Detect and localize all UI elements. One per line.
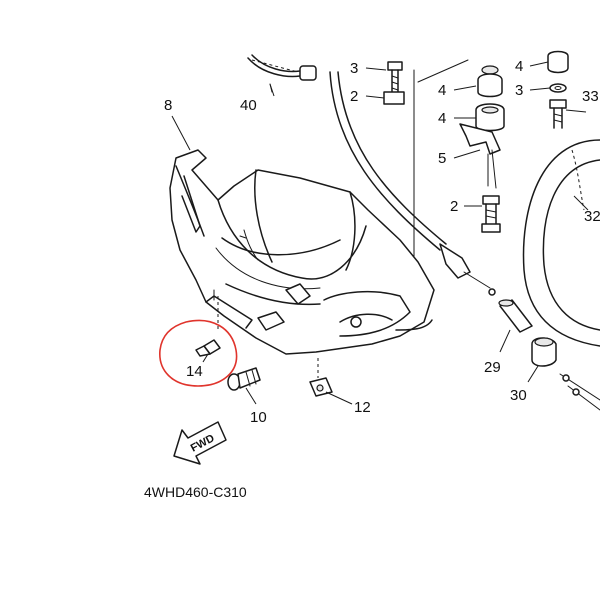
- label-3-right: 3: [515, 82, 523, 99]
- switch-cable-right: [559, 373, 600, 411]
- screw-10: [227, 367, 261, 391]
- washer-3-right: [549, 83, 567, 93]
- label-12: 12: [354, 399, 371, 416]
- label-3-upper: 3: [350, 60, 358, 77]
- bolt-2-lower: [481, 195, 501, 233]
- pin-14: [195, 339, 221, 357]
- bolt-2-upper: [383, 91, 405, 105]
- cable-40: [247, 54, 317, 93]
- label-40: 40: [240, 97, 257, 114]
- throttle-cable: [329, 71, 496, 296]
- frame-line-b: [417, 59, 469, 83]
- holder-30: [531, 337, 557, 367]
- collar-29: [498, 299, 533, 333]
- highlight-circle: [159, 319, 238, 387]
- label-33: 33: [582, 88, 599, 105]
- handlebar-cover-8: [169, 149, 435, 355]
- diagram-code: 4WHD460-C310: [144, 484, 247, 500]
- label-8: 8: [164, 97, 172, 114]
- grommet-4-right: [547, 50, 569, 74]
- leader-lines: [171, 61, 589, 405]
- label-32: 32: [584, 208, 600, 225]
- bolt-33: [549, 99, 567, 129]
- grommet-4-mid: [475, 103, 505, 132]
- label-10: 10: [250, 409, 267, 426]
- grommet-4-top: [477, 65, 503, 98]
- label-29: 29: [484, 359, 501, 376]
- nut-12: [309, 377, 333, 397]
- label-4-mid: 4: [438, 110, 446, 127]
- ring-32: [522, 139, 600, 347]
- label-4-right: 4: [515, 58, 523, 75]
- bracket-5: [459, 123, 501, 189]
- label-30: 30: [510, 387, 527, 404]
- label-4-top: 4: [438, 82, 446, 99]
- label-14: 14: [186, 363, 203, 380]
- label-2-lower: 2: [450, 198, 458, 215]
- label-2-upper: 2: [350, 88, 358, 105]
- label-5: 5: [438, 150, 446, 167]
- forward-arrow: FWD: [173, 421, 227, 465]
